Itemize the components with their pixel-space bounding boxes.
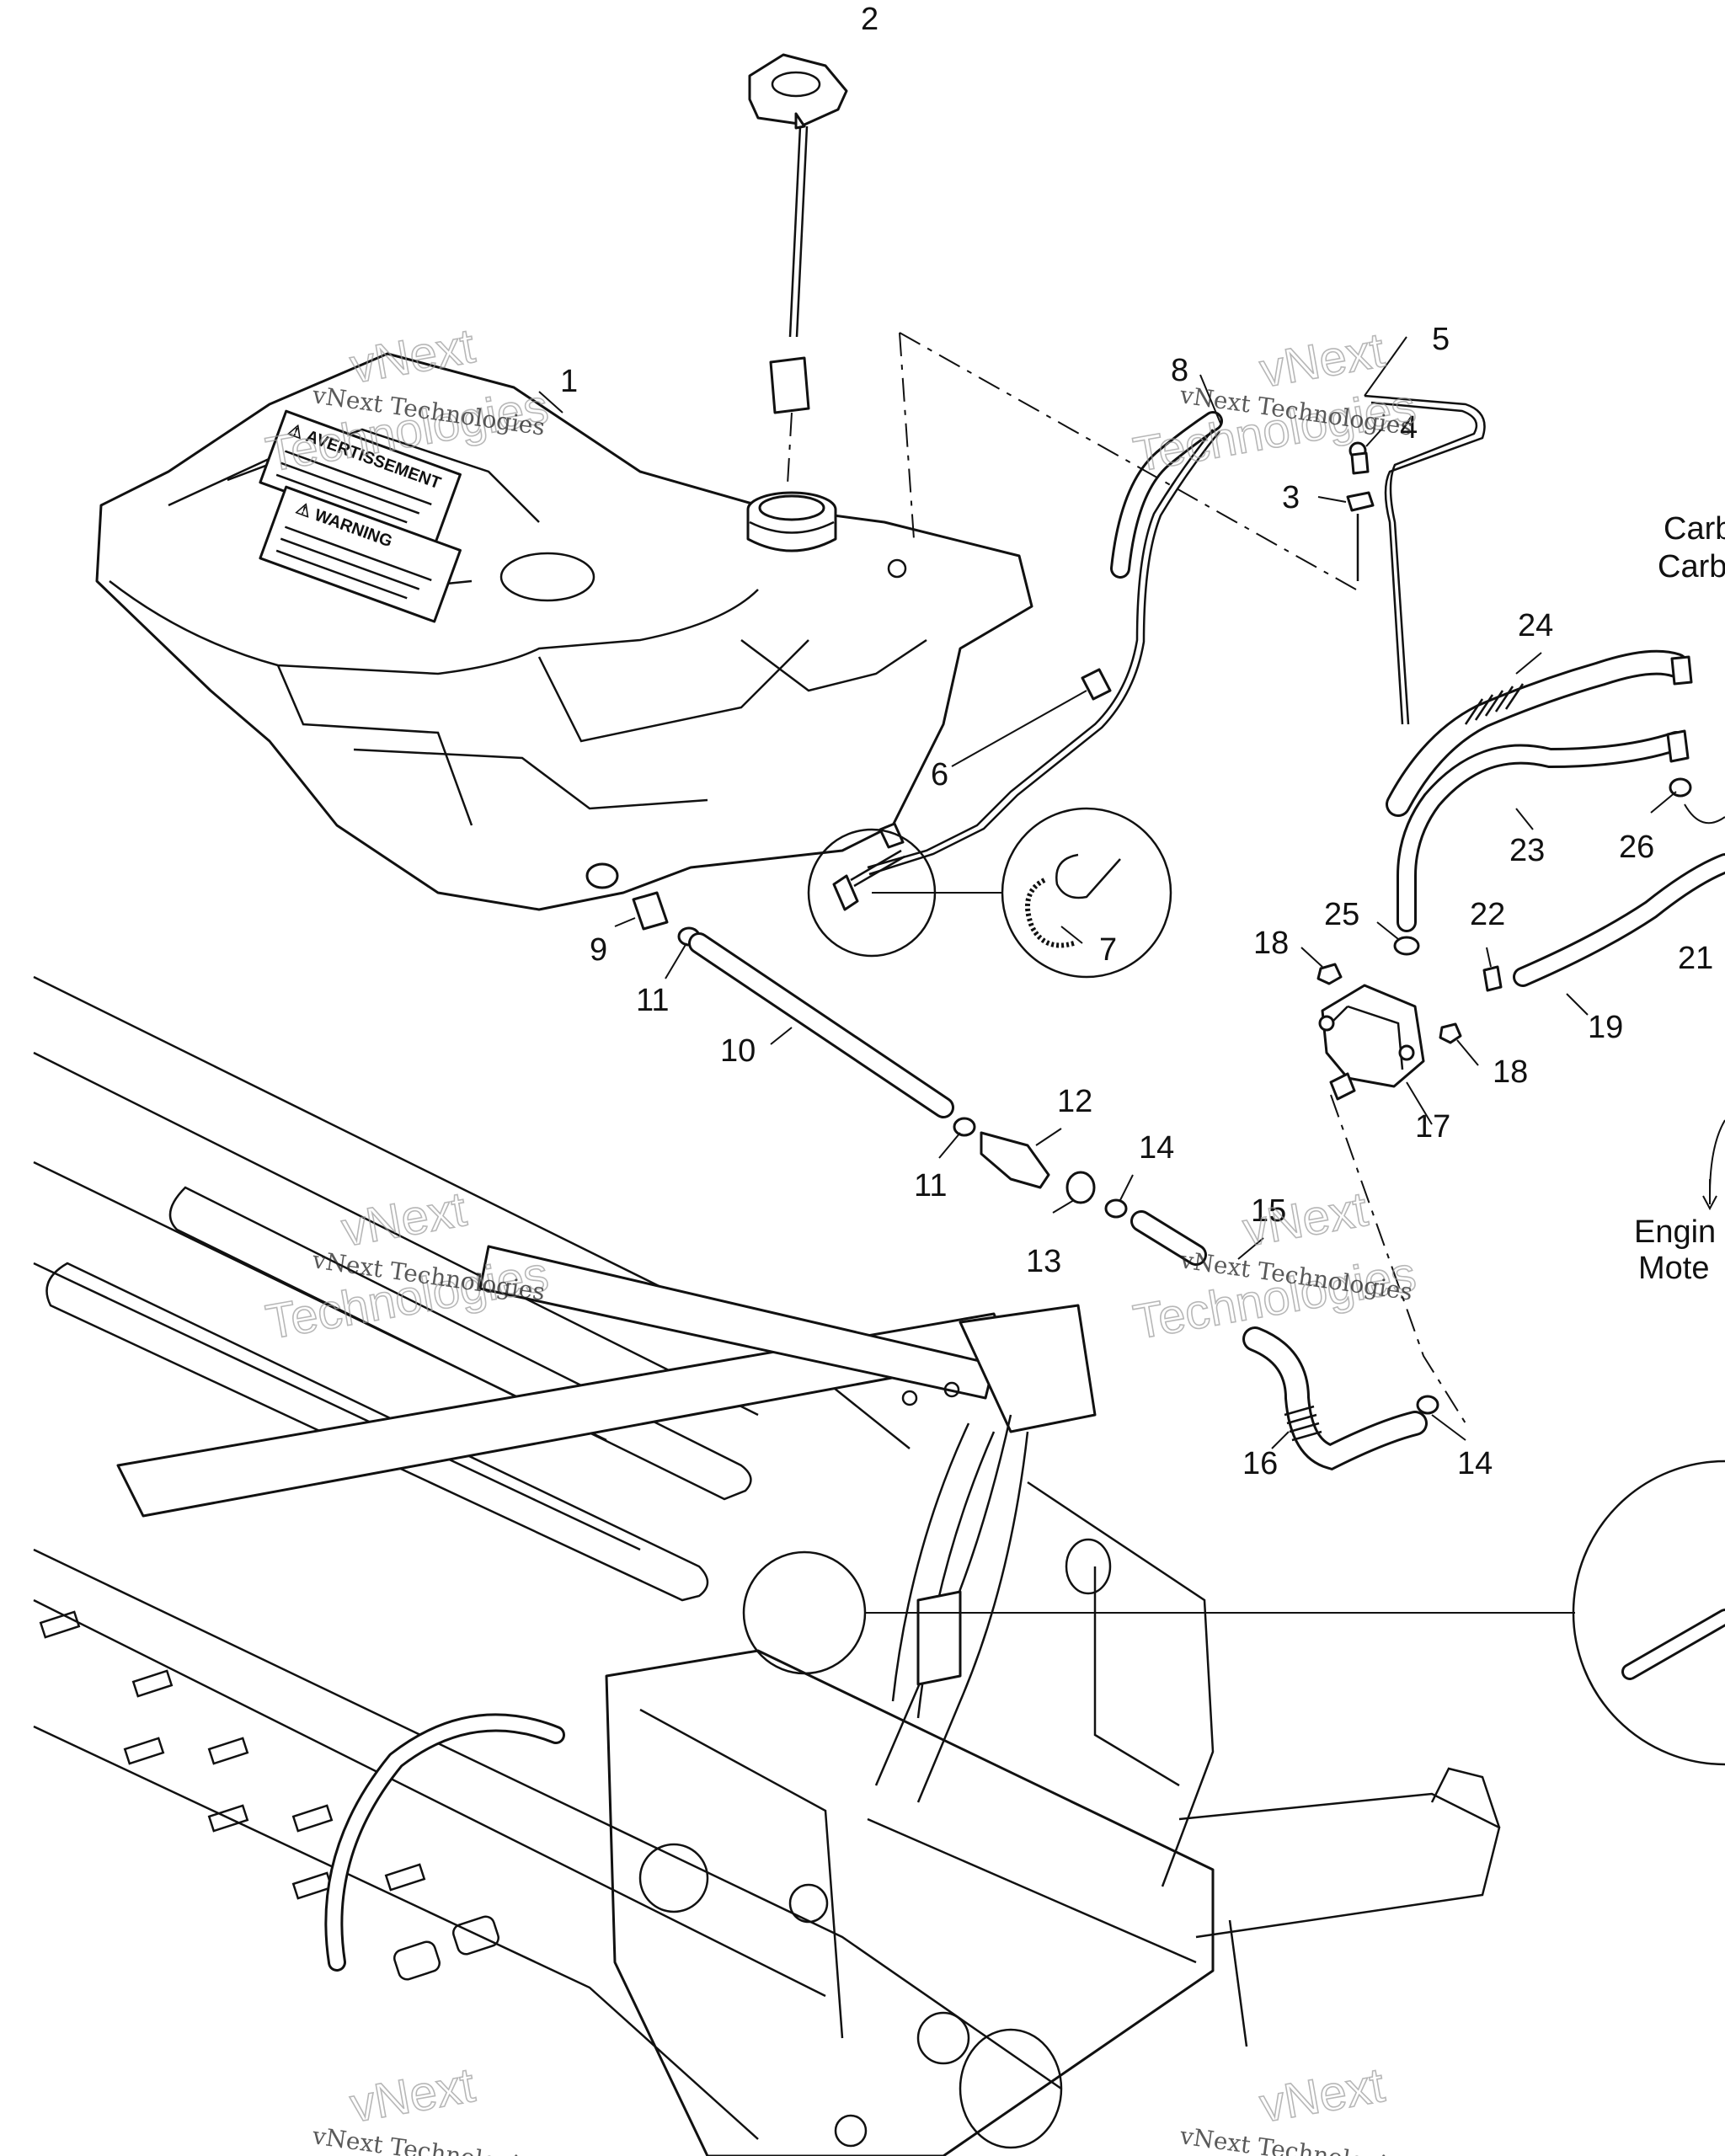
vent-line [807, 332, 1486, 979]
callout-11a: 11 [636, 983, 669, 1018]
callout-2: 2 [861, 2, 879, 37]
callout-22: 22 [1470, 897, 1505, 932]
callout-6: 6 [931, 757, 948, 792]
callout-25: 25 [1324, 897, 1359, 932]
engine-label-en: Engin [1634, 1214, 1716, 1250]
callout-3: 3 [1282, 480, 1300, 515]
watermark-big-top: vNext [1256, 2057, 1388, 2133]
callout-9: 9 [590, 932, 607, 968]
callout-1: 1 [560, 364, 578, 399]
fuel-supply-line [632, 891, 1466, 1471]
callout-19: 19 [1588, 1010, 1623, 1045]
callout-16: 16 [1242, 1446, 1278, 1481]
watermark-big-top: vNext [338, 1182, 470, 1257]
callout-10: 10 [720, 1033, 756, 1069]
callout-numbers: 1 2 3 4 5 6 7 8 9 10 11 11 12 13 14 14 1… [560, 2, 1713, 1481]
engine-label-fr: Mote [1638, 1251, 1709, 1286]
callout-14b: 14 [1457, 1446, 1493, 1481]
callout-24: 24 [1518, 608, 1553, 643]
fuel-tank: ⚠ AVERTISSEMENT ⚠ WARNING [95, 352, 1033, 911]
fuel-cap-with-gauge [748, 53, 848, 485]
callout-7: 7 [1099, 932, 1117, 968]
callout-8: 8 [1171, 353, 1188, 388]
callout-18b: 18 [1493, 1054, 1528, 1090]
callout-14a: 14 [1139, 1130, 1174, 1166]
chassis-frame [33, 975, 1725, 2156]
carb-label-fr: Carb [1658, 549, 1725, 584]
callout-23: 23 [1509, 833, 1545, 868]
callout-15: 15 [1251, 1193, 1286, 1229]
callout-26: 26 [1619, 830, 1654, 865]
watermark-line: vNext Technologies [310, 2121, 547, 2156]
callout-leaders [538, 336, 1677, 1449]
callout-4: 4 [1400, 410, 1418, 446]
carb-label-en: Carb [1664, 511, 1725, 547]
callout-5: 5 [1432, 322, 1450, 357]
side-labels: Carb Carb Engin Mote [1634, 511, 1725, 1286]
callout-17: 17 [1415, 1109, 1450, 1145]
callout-12: 12 [1057, 1084, 1092, 1119]
fuel-pump [1316, 649, 1725, 1211]
callout-21: 21 [1678, 941, 1713, 976]
watermark-big-top: vNext [346, 2057, 478, 2133]
callout-18a: 18 [1253, 926, 1289, 961]
callout-13: 13 [1026, 1244, 1061, 1279]
callout-11b: 11 [914, 1168, 947, 1203]
